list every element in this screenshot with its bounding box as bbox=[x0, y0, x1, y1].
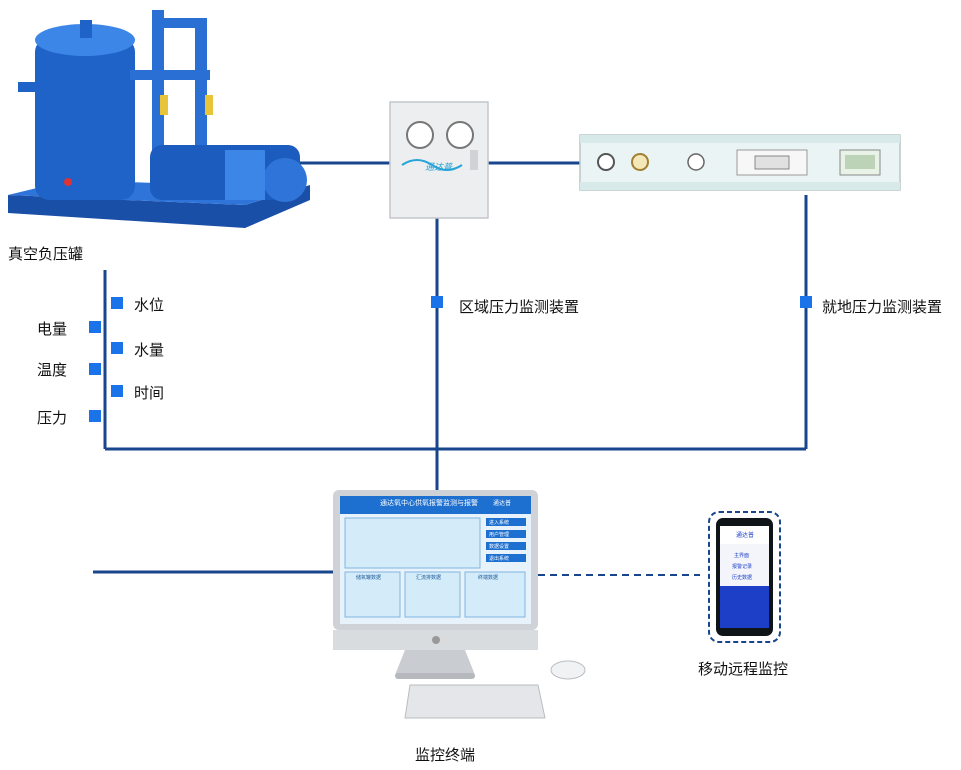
phone-menu-0: 主界面 bbox=[734, 553, 750, 559]
computer-terminal-icon bbox=[333, 490, 586, 719]
mobile-label: 移动远程监控 bbox=[698, 660, 789, 678]
area-monitor-label: 区域压力监测装置 bbox=[459, 298, 580, 316]
param-marker-water-volume bbox=[111, 342, 123, 354]
local-monitor-panel-icon bbox=[579, 134, 901, 191]
param-water-volume: 水量 bbox=[134, 341, 165, 359]
vacuum-tank-icon bbox=[8, 10, 310, 228]
phone-logo: 通达普 bbox=[736, 532, 755, 539]
param-pressure: 压力 bbox=[37, 409, 68, 427]
phone-menu-2: 历史数据 bbox=[732, 575, 753, 581]
param-marker-electricity bbox=[89, 321, 101, 333]
area-monitor-box-icon bbox=[389, 101, 489, 219]
param-electricity: 电量 bbox=[37, 320, 68, 338]
monitor-box-logo: 通达普 bbox=[425, 163, 453, 173]
screen-menu-2: 数据设置 bbox=[489, 544, 510, 550]
screen-logo: 通达普 bbox=[493, 500, 512, 507]
screen-title: 通达氧中心供氧报警监测与报警 bbox=[380, 499, 478, 507]
param-time: 时间 bbox=[134, 384, 165, 402]
screen-menu-0: 进入系统 bbox=[489, 520, 510, 526]
screen-panel-1: 汇流排数据 bbox=[416, 575, 442, 581]
phone-menu-1: 报警记录 bbox=[732, 564, 753, 570]
vacuum-tank-label: 真空负压罐 bbox=[8, 245, 84, 263]
param-marker-water-level bbox=[111, 297, 123, 309]
param-temperature: 温度 bbox=[37, 361, 68, 379]
param-marker-time bbox=[111, 385, 123, 397]
param-marker-temperature bbox=[89, 363, 101, 375]
screen-panel-0: 储氧罐数据 bbox=[356, 575, 382, 581]
terminal-label: 监控终端 bbox=[415, 746, 476, 764]
mobile-phone-icon bbox=[708, 511, 781, 643]
local-monitor-label: 就地压力监测装置 bbox=[822, 298, 943, 316]
screen-panel-2: 终端数据 bbox=[478, 575, 499, 581]
area-monitor-marker bbox=[431, 296, 443, 308]
param-water-level: 水位 bbox=[134, 296, 165, 314]
connection-lines bbox=[93, 161, 808, 574]
local-monitor-marker bbox=[800, 296, 812, 308]
screen-menu-1: 用户管理 bbox=[489, 532, 510, 538]
param-marker-pressure bbox=[89, 410, 101, 422]
screen-menu-3: 退出系统 bbox=[489, 556, 510, 562]
